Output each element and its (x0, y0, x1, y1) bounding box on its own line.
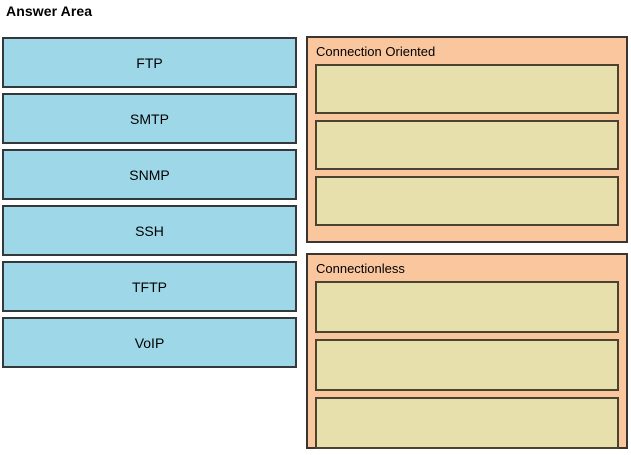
drop-slot[interactable] (315, 397, 619, 449)
drop-slot[interactable] (315, 339, 619, 391)
option-tile-label: FTP (136, 54, 163, 71)
option-tile-snmp[interactable]: SNMP (2, 149, 297, 200)
drop-slot[interactable] (315, 120, 619, 170)
option-tile-label: SMTP (130, 110, 169, 127)
option-tile-label: TFTP (132, 278, 167, 295)
category-title: Connectionless (316, 261, 405, 276)
option-tile-smtp[interactable]: SMTP (2, 93, 297, 144)
categories-column: Connection Oriented Connectionless (306, 36, 628, 449)
option-tile-label: VoIP (134, 334, 165, 351)
drop-slot[interactable] (315, 64, 619, 114)
option-tile-label: SSH (135, 222, 164, 239)
page-title: Answer Area (6, 3, 93, 19)
option-tile-ftp[interactable]: FTP (2, 37, 297, 88)
option-tile-label: SNMP (129, 166, 170, 183)
category-title: Connection Oriented (316, 44, 436, 59)
option-tile-ssh[interactable]: SSH (2, 205, 297, 256)
option-tile-voip[interactable]: VoIP (2, 317, 297, 368)
drop-slot[interactable] (315, 176, 619, 226)
options-column: FTP SMTP SNMP SSH TFTP VoIP (2, 37, 297, 368)
option-tile-tftp[interactable]: TFTP (2, 261, 297, 312)
category-panel-connectionless: Connectionless (306, 253, 628, 449)
drop-slot[interactable] (315, 281, 619, 333)
category-panel-connection-oriented: Connection Oriented (306, 36, 628, 243)
